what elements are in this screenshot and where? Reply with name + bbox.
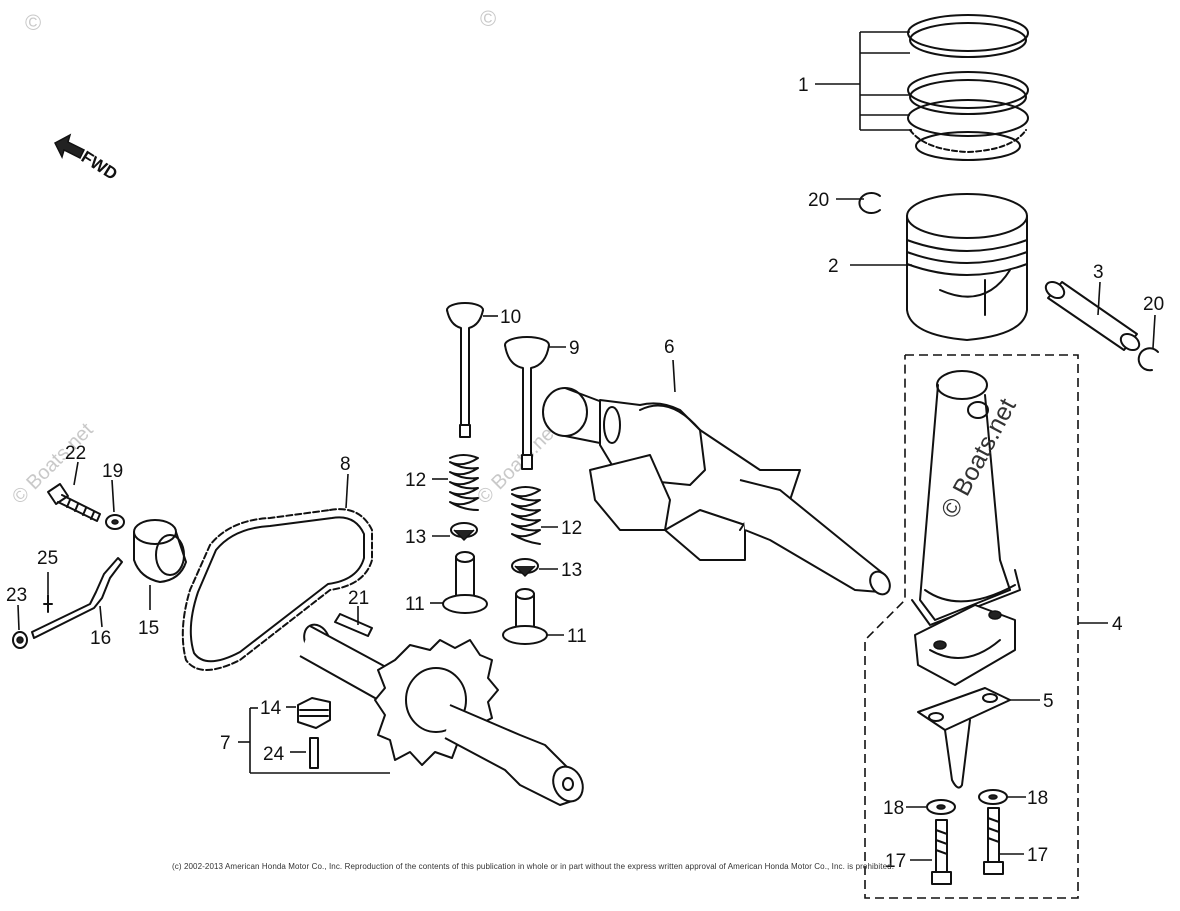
callout-18: 18 xyxy=(1027,788,1048,809)
oil-seal xyxy=(133,519,187,583)
camshaft-leader-bracket xyxy=(238,707,390,774)
callout-16: 16 xyxy=(90,628,111,649)
callout-5: 5 xyxy=(1043,691,1054,712)
watermark-brand-large: © Boats.net xyxy=(936,394,1022,523)
crankshaft xyxy=(542,387,891,596)
valve-tappet xyxy=(502,588,548,645)
piston-pin xyxy=(1044,280,1141,352)
spring-retainer xyxy=(511,558,539,578)
callout-13: 13 xyxy=(405,527,426,548)
callout-11: 11 xyxy=(567,626,587,647)
piston-rings xyxy=(907,14,1029,161)
ring-leader-bracket xyxy=(815,31,912,131)
oil-dipper xyxy=(917,687,1011,789)
spring-pin xyxy=(309,737,319,769)
callout-20: 20 xyxy=(808,190,829,211)
callout-17: 17 xyxy=(1027,845,1048,866)
cotter-pin xyxy=(43,594,53,613)
callout-23: 23 xyxy=(6,585,27,606)
valve xyxy=(446,302,484,438)
valve-spring xyxy=(449,454,479,511)
connecting-rod-assembly-outline xyxy=(864,354,1079,899)
copyright-notice: (c) 2002-2013 American Honda Motor Co., … xyxy=(172,862,895,871)
rod-bolt xyxy=(931,819,952,885)
callout-13: 13 xyxy=(561,560,582,581)
piston-pin-clip xyxy=(1137,347,1159,372)
callout-19: 19 xyxy=(102,461,123,482)
camshaft xyxy=(299,623,584,806)
governor-arm xyxy=(31,557,123,639)
callout-12: 12 xyxy=(561,518,582,539)
callout-22: 22 xyxy=(65,443,86,464)
callout-17: 17 xyxy=(885,851,906,872)
valve-spring xyxy=(511,486,541,545)
callout-4: 4 xyxy=(1112,614,1123,635)
rod-cap xyxy=(914,604,1016,686)
callout-12: 12 xyxy=(405,470,426,491)
piston xyxy=(906,193,1028,341)
callout-3: 3 xyxy=(1093,262,1104,283)
arrow-icon xyxy=(54,133,86,160)
spring-retainer xyxy=(450,522,478,542)
fwd-label: FWD xyxy=(78,147,121,184)
woodruff-key xyxy=(334,613,373,637)
valve-tappet xyxy=(442,551,488,614)
callout-18: 18 xyxy=(883,798,904,819)
callout-21: 21 xyxy=(348,588,369,609)
timing-chain xyxy=(181,508,373,671)
flange-bolt xyxy=(47,483,101,522)
callout-9: 9 xyxy=(569,338,580,359)
callout-14: 14 xyxy=(260,698,282,719)
decompressor-weight xyxy=(297,697,331,729)
watermark-corner: © xyxy=(25,10,41,35)
valve xyxy=(504,336,550,470)
rod-bolt xyxy=(983,807,1004,875)
piston-pin-clip xyxy=(858,192,881,214)
callout-24: 24 xyxy=(263,744,285,765)
callout-6: 6 xyxy=(664,337,675,358)
callout-10: 10 xyxy=(500,307,521,328)
callout-8: 8 xyxy=(340,454,351,475)
callout-15: 15 xyxy=(138,618,159,639)
callout-11: 11 xyxy=(405,594,425,615)
watermark-corner: © xyxy=(480,6,496,31)
forward-direction-arrow: FWD xyxy=(54,133,121,184)
callout-25: 25 xyxy=(37,548,58,569)
callout-2: 2 xyxy=(828,256,839,277)
callout-1: 1 xyxy=(798,75,809,96)
callout-7: 7 xyxy=(220,733,231,754)
callout-20: 20 xyxy=(1143,294,1164,315)
connecting-rod xyxy=(911,370,1021,626)
